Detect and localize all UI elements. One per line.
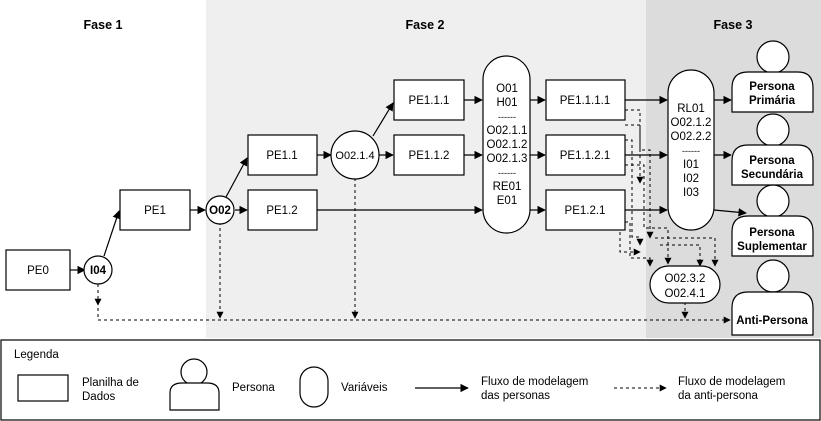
legend-variaveis-label: Variáveis — [341, 382, 388, 394]
spreadsheet-pe1-2 — [247, 189, 318, 231]
anti-persona-flow-arrows — [94, 109, 731, 324]
spreadsheet-pe1-2-1 — [545, 189, 626, 231]
pe1-2-label: PE1.2 — [266, 205, 297, 217]
variables-pill-2-text: RL01 O02.1.2 O02.2.2 ------ I01 I02 I03 — [671, 103, 712, 199]
legend: Legenda Planilha de Dados Persona Variáv… — [0, 339, 821, 421]
variables-pill-3 — [649, 265, 721, 304]
spreadsheet-pe0 — [5, 249, 71, 291]
spreadsheet-pe1-1-2 — [393, 134, 465, 176]
legend-fluxo-anti-label-2: da anti-persona — [678, 390, 759, 402]
spreadsheet-pe1 — [119, 189, 191, 231]
spreadsheet-pe1-1-1-1 — [545, 79, 626, 121]
svg-text:I03: I03 — [683, 187, 699, 199]
pe1-1-2-label: PE1.1.2 — [409, 150, 450, 162]
svg-text:O02.1.3: O02.1.3 — [487, 153, 528, 165]
svg-text:E01: E01 — [497, 195, 517, 207]
spreadsheet-pe1-1 — [247, 134, 318, 176]
svg-text:O01: O01 — [496, 83, 518, 95]
variable-o02-1-4 — [330, 130, 380, 180]
spreadsheet-pe1-1-2-1 — [545, 134, 626, 176]
persona-suplementar: Persona Suplementar — [731, 184, 814, 257]
persona-secundaria: Persona Secundária — [731, 113, 814, 186]
legend-persona-icon — [169, 358, 220, 411]
pe1-1-label: PE1.1 — [266, 150, 297, 162]
svg-text:O02.1.2: O02.1.2 — [671, 117, 712, 129]
variable-o02 — [205, 195, 235, 225]
svg-text:------: ------ — [498, 168, 516, 178]
svg-text:Persona: Persona — [749, 81, 795, 93]
svg-text:I01: I01 — [683, 159, 699, 171]
svg-text:O02.1.1: O02.1.1 — [487, 125, 528, 137]
legend-fluxo-anti-label: Fluxo de modelagem — [678, 376, 785, 388]
svg-text:H01: H01 — [496, 97, 517, 109]
svg-text:------: ------ — [498, 112, 516, 122]
svg-text:I02: I02 — [683, 173, 699, 185]
pe1-2-1-label: PE1.2.1 — [565, 205, 606, 217]
svg-text:Anti-Persona: Anti-Persona — [736, 315, 808, 327]
svg-text:O02.2.2: O02.2.2 — [671, 131, 712, 143]
phase-1-label: Fase 1 — [84, 18, 123, 32]
o02-label: O02 — [209, 205, 231, 217]
persona-flow-arrows — [70, 95, 747, 275]
legend-spreadsheet-icon — [17, 374, 69, 402]
svg-text:------: ------ — [682, 146, 700, 156]
o02-4-1-label: O02.4.1 — [665, 288, 706, 300]
variables-pill-1-text: O01 H01 ------ O02.1.1 O02.1.2 O02.1.3 -… — [487, 83, 528, 207]
variable-i04 — [83, 255, 113, 285]
legend-persona-label: Persona — [232, 382, 275, 394]
legend-fluxo-personas-label-2: das personas — [481, 390, 550, 402]
legend-frame — [0, 339, 821, 421]
svg-text:Primária: Primária — [749, 95, 796, 107]
pe1-1-1-1-label: PE1.1.1.1 — [560, 95, 611, 107]
persona-primaria: Persona Primária — [731, 40, 814, 113]
svg-text:Secundária: Secundária — [741, 169, 804, 181]
pe1-1-1-label: PE1.1.1 — [409, 95, 450, 107]
svg-text:Suplementar: Suplementar — [737, 241, 807, 253]
legend-title: Legenda — [14, 349, 59, 361]
o02-1-4-label: O02.1.4 — [335, 150, 374, 162]
legend-planilha-label-2: Dados — [82, 391, 115, 403]
legend-fluxo-personas-label: Fluxo de modelagem — [481, 376, 588, 388]
svg-text:Persona: Persona — [749, 227, 795, 239]
legend-variables-icon — [299, 366, 329, 408]
variables-pill-1 — [482, 55, 531, 234]
svg-text:RE01: RE01 — [493, 181, 522, 193]
i04-label: I04 — [90, 265, 107, 277]
svg-text:Persona: Persona — [749, 155, 795, 167]
variables-pill-2 — [667, 69, 715, 231]
phase-2-label: Fase 2 — [406, 18, 445, 32]
anti-persona: Anti-Persona — [731, 259, 814, 336]
svg-text:O02.1.2: O02.1.2 — [487, 139, 528, 151]
pe0-label: PE0 — [27, 265, 49, 277]
legend-planilha-label: Planilha de — [82, 377, 139, 389]
svg-text:RL01: RL01 — [677, 103, 705, 115]
o02-3-2-label: O02.3.2 — [665, 273, 706, 285]
phase-3-label: Fase 3 — [714, 18, 753, 32]
pe1-label: PE1 — [144, 205, 166, 217]
pe1-1-2-1-label: PE1.1.2.1 — [560, 150, 611, 162]
spreadsheet-pe1-1-1 — [393, 79, 465, 121]
